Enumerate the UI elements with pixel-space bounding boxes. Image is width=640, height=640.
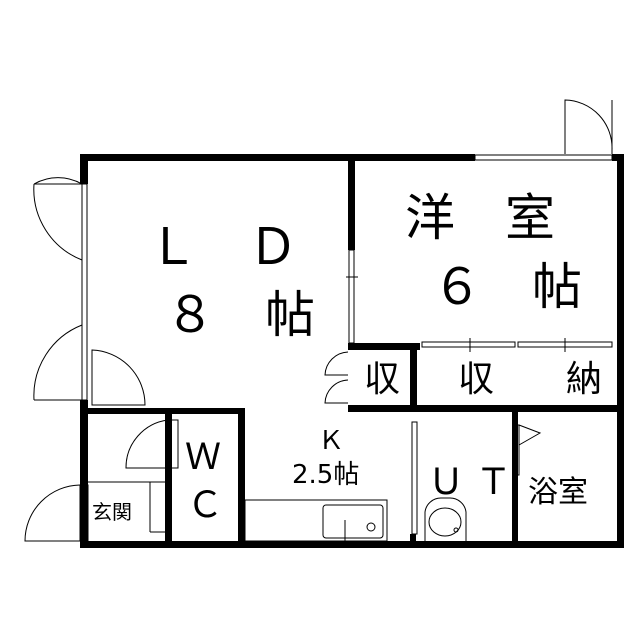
kitchen-name: Ｋ (318, 426, 345, 456)
ld-room-name: Ｌ Ｄ (148, 218, 298, 276)
western-room-size: ６ 帖 (432, 258, 582, 316)
wc-label-w: Ｗ (185, 437, 222, 478)
small-storage-label: 収 (364, 359, 401, 400)
fixtures (24, 99, 613, 542)
wc-label-c: Ｃ (187, 485, 224, 526)
entrance-label: 玄関 (92, 500, 132, 524)
walls (80, 154, 624, 548)
ld-room-size: ８ 帖 (165, 286, 315, 344)
bath-label: 浴室 (528, 475, 588, 510)
kitchen-size: 2.5帖 (292, 460, 360, 490)
storage-label: 収 納 (458, 359, 603, 400)
ut-label: Ｕ Ｔ (428, 462, 512, 503)
western-room-name: 洋 室 (405, 189, 555, 247)
